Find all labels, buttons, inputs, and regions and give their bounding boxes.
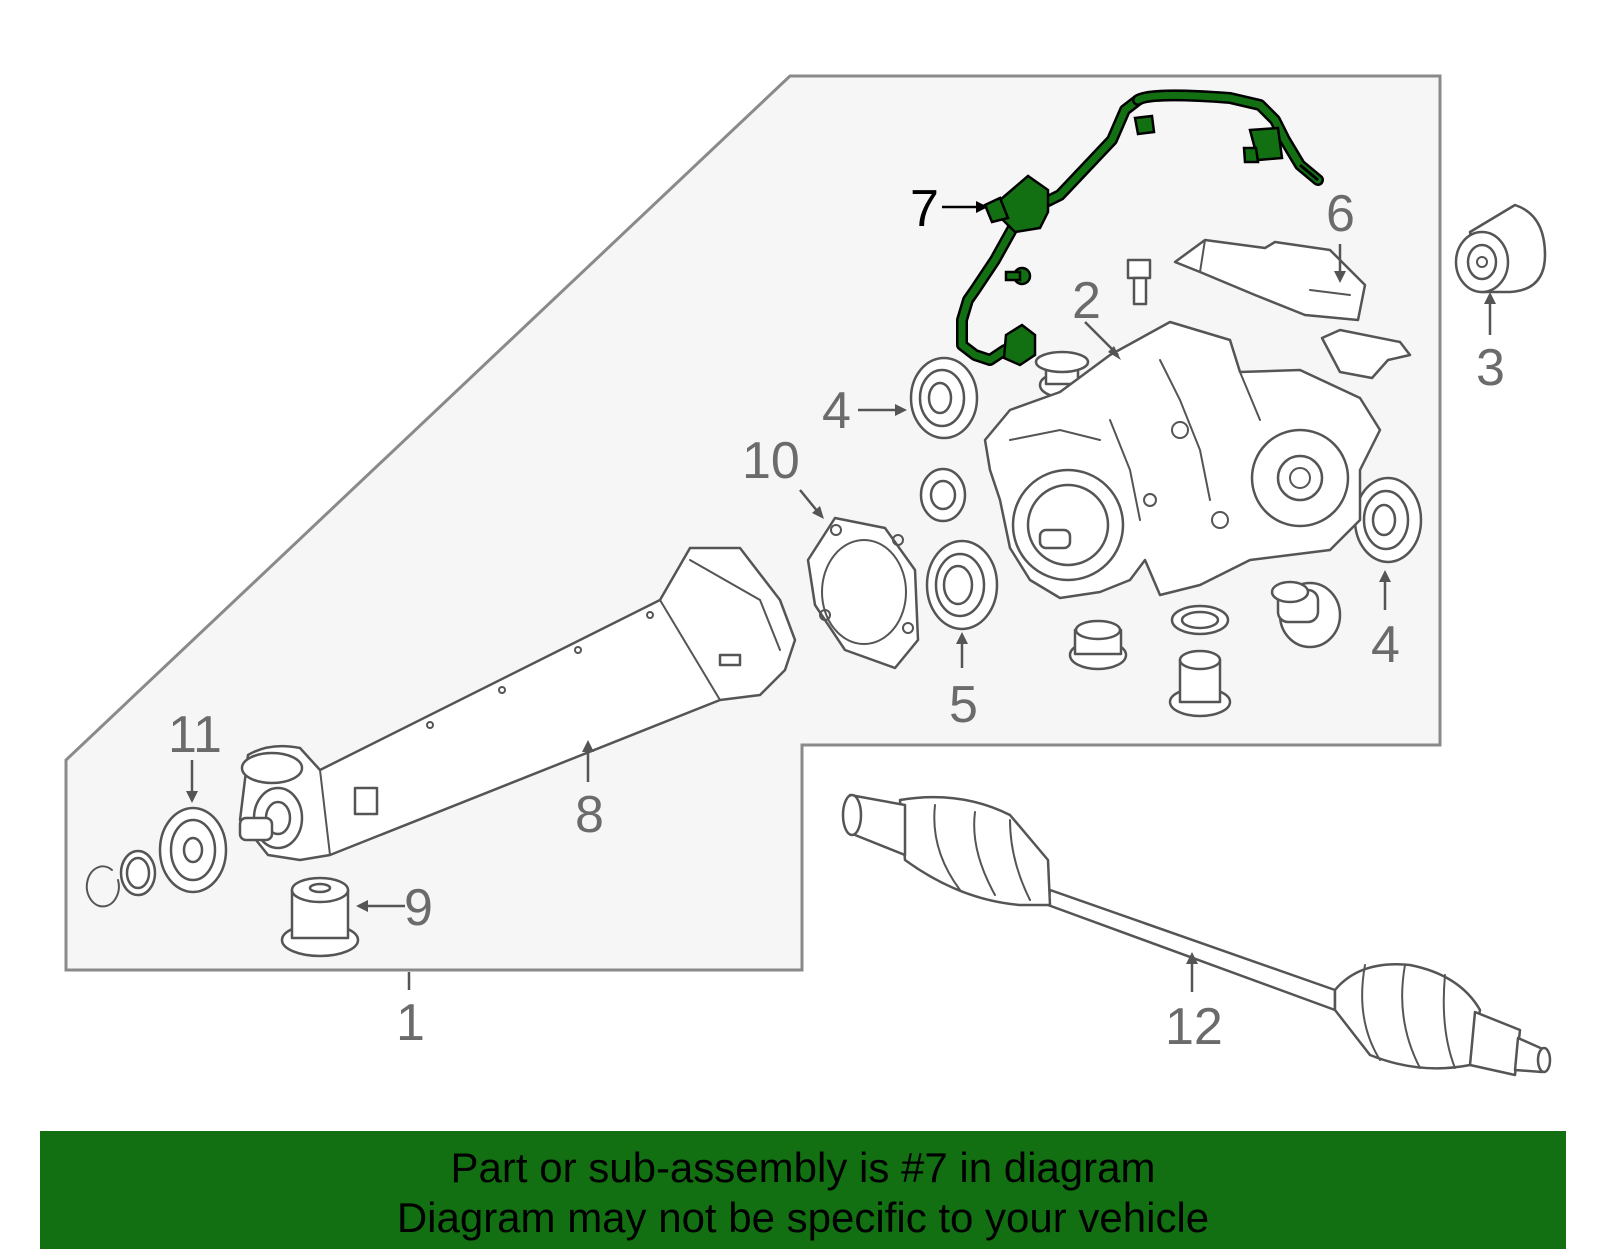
plug-lower-1 xyxy=(1068,619,1128,671)
stud-small xyxy=(1126,258,1152,306)
callout-3: 3 xyxy=(1476,339,1505,397)
callout-9: 9 xyxy=(404,879,433,937)
footer-line-2: Diagram may not be specific to your vehi… xyxy=(396,1194,1210,1241)
footer-line-1: Part or sub-assembly is #7 in diagram xyxy=(450,1144,1156,1191)
callout-10: 10 xyxy=(742,432,800,490)
gasket-part-10 xyxy=(806,516,920,670)
wiring-harness-part-7 xyxy=(956,89,1324,367)
seal-part-4-right xyxy=(1353,476,1423,564)
washer-lower xyxy=(1170,604,1230,636)
footer-banner: Part or sub-assembly is #7 in diagram Di… xyxy=(40,1131,1566,1249)
plug-lower-2 xyxy=(1168,649,1232,718)
callout-7: 7 xyxy=(910,180,939,238)
callout-6: 6 xyxy=(1326,185,1355,243)
leader-lines xyxy=(186,201,1496,992)
differential-part-2 xyxy=(983,320,1382,600)
callout-11: 11 xyxy=(168,706,222,764)
bushing-part-9 xyxy=(280,876,360,958)
callout-4-upper: 4 xyxy=(822,382,851,440)
plug-lower-3 xyxy=(1270,580,1342,649)
callout-1: 1 xyxy=(396,994,425,1052)
callout-2: 2 xyxy=(1072,272,1101,330)
seal-part-5 xyxy=(925,539,999,631)
callout-8: 8 xyxy=(575,786,604,844)
axle-carrier-part-8 xyxy=(238,546,797,862)
callout-5: 5 xyxy=(949,676,978,734)
cover-part-6 xyxy=(1173,238,1412,380)
bushing-small xyxy=(919,467,967,523)
callout-4-right: 4 xyxy=(1371,616,1400,674)
axle-shaft-part-12 xyxy=(841,793,1552,1077)
seal-part-11 xyxy=(85,806,228,908)
mount-part-3 xyxy=(1454,203,1547,294)
callout-12: 12 xyxy=(1165,998,1223,1056)
seal-part-4-upper xyxy=(909,356,979,440)
